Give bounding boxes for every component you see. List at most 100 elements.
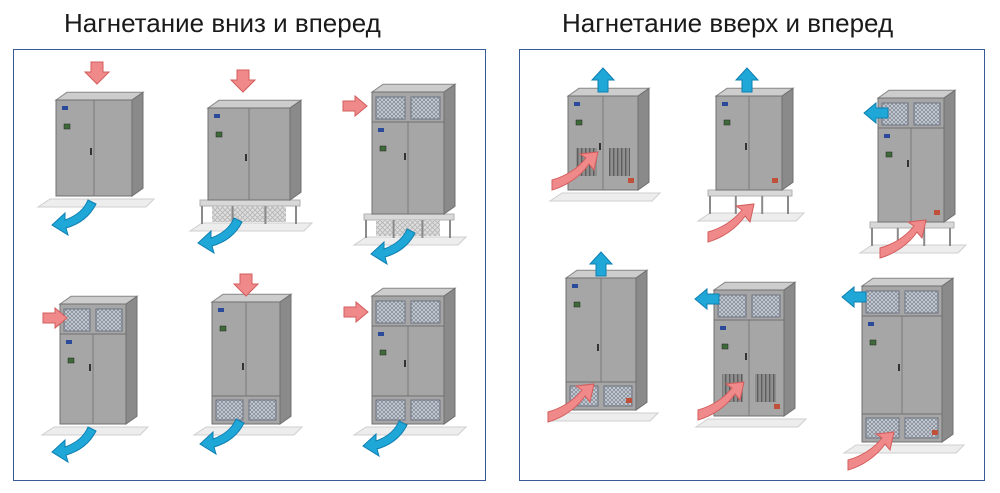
service-vent [934,210,940,215]
exhaust-arrow [588,251,614,277]
brand-badge [574,102,580,106]
cabinet-top [860,277,955,287]
top-grille-right [913,102,941,126]
door-handle [89,364,91,371]
right-panel-title: Нагнетание вверх и вперед [562,8,894,38]
brand-badge [66,340,72,344]
brand-badge [214,114,220,118]
brand-badge [572,284,578,288]
cabinet-side [941,277,954,443]
exhaust-arrow [197,217,243,255]
cabinet-top [370,83,457,93]
brand-badge [720,326,726,330]
door-handle [599,143,601,150]
top-grille-right [904,290,939,314]
cabinet-side [443,83,456,215]
upflow-unit-5 [694,281,808,428]
brand-badge [722,102,728,106]
top-grille-left [865,290,900,314]
cabinet-side [783,281,796,417]
floor-plate [694,418,808,428]
cabinet-top [210,293,293,303]
top-grille-right [410,96,441,120]
service-vent [774,404,780,409]
brand-badge [218,308,224,312]
floor-plate [858,244,968,254]
exhaust-arrow [863,101,889,125]
exhaust-arrow [199,418,245,456]
cabinet-side [289,99,302,201]
intake-arrow [232,273,260,297]
door-handle [745,353,747,360]
door-handle [404,153,406,160]
exhaust-arrow [51,426,97,464]
downflow-unit-2 [188,69,314,255]
intake-arrow [42,306,68,330]
door-handle [245,154,247,161]
cabinet-top [712,281,797,291]
brand-badge [378,128,384,132]
underfloor-plenum [376,220,440,236]
downflow-unit-5 [192,273,304,456]
door-handle [898,364,900,371]
intake-arrow [707,203,755,243]
upflow-unit-2 [696,67,806,243]
left-panel-title: Нагнетание вниз и вперед [64,8,381,38]
cabinet-side [125,295,138,425]
cabinet-top [876,89,957,99]
top-grille-left [717,294,747,318]
intake-arrow [342,94,368,118]
display-panel [869,339,877,346]
cabinet-side [943,89,956,223]
cabinet-side [279,293,292,425]
downflow-unit-3 [342,83,468,266]
floor-plate [352,426,468,436]
exhaust-arrow [370,228,416,266]
intake-arrow [343,300,369,324]
door-handle [404,360,406,367]
stand-frame [363,213,455,221]
brand-badge [62,106,68,110]
brand-badge [378,332,384,336]
floor-plate [36,198,156,208]
service-vent [932,430,938,435]
door-handle [242,363,244,370]
cabinet-side [637,87,650,191]
exhaust-arrow [590,67,616,93]
downflow-unit-6 [343,287,468,458]
service-vent [628,178,634,183]
intake-arrow [697,381,745,421]
side-louver [609,148,630,176]
exhaust-arrow [841,285,867,309]
exhaust-arrow [734,67,760,93]
display-panel [721,343,729,350]
floor-plate [548,192,662,202]
cabinet-top [714,87,795,97]
brand-badge [884,134,890,138]
display-panel [723,119,731,126]
cabinet-top [370,287,457,297]
side-louver [755,374,776,402]
floor-plate [192,426,304,436]
bottom-grille-left [215,399,244,421]
intake-arrow [847,431,895,471]
display-panel [573,301,581,308]
door-handle [745,143,747,150]
display-panel [379,349,387,356]
display-panel [575,119,583,126]
cabinet-side [131,91,144,197]
cabinet-side [781,87,794,191]
upflow-unit-1 [548,67,662,202]
downflow-unit-4 [40,295,150,464]
intake-arrow [547,383,595,423]
upflow-unit-3 [858,89,968,259]
floor-plate [188,222,314,232]
cabinet-top [206,99,303,109]
door-handle [597,344,599,351]
display-panel [885,151,893,158]
downflow-unit-1 [36,61,156,237]
underfloor-plenum [212,206,286,222]
top-grille-right [95,308,123,332]
upflow-unit-6 [841,277,966,471]
